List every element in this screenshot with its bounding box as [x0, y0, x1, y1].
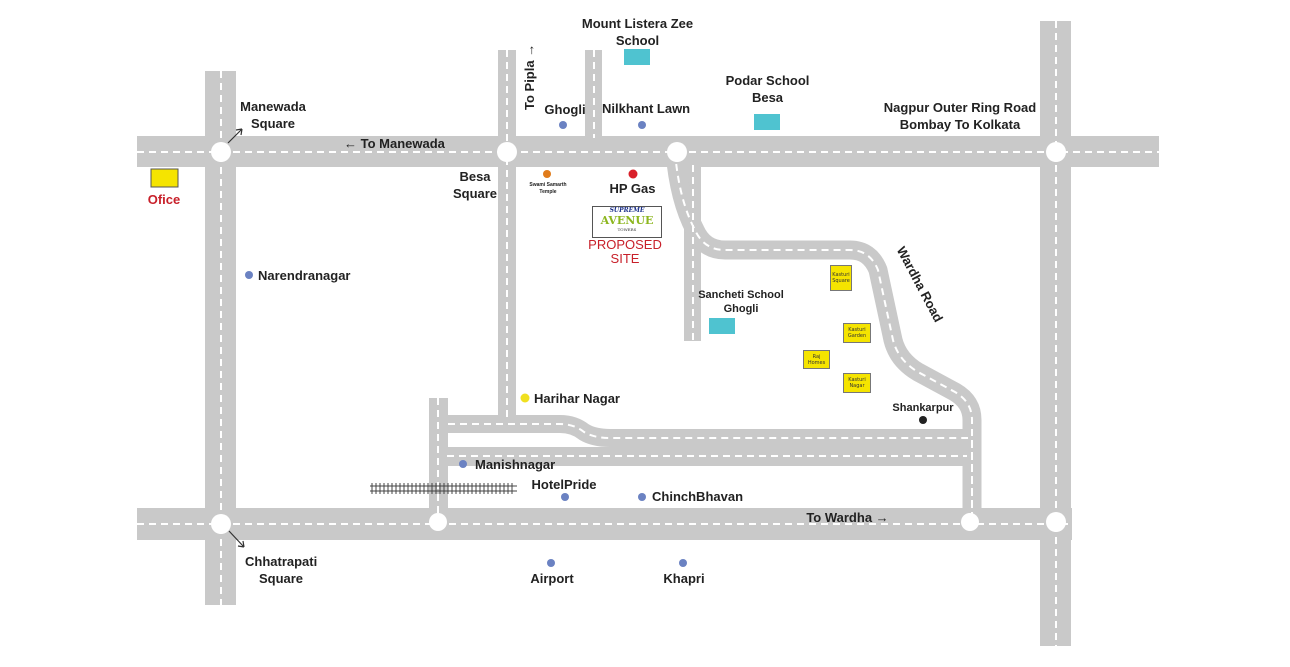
ring-road-top-roundabout: [1046, 142, 1066, 162]
roads: [137, 21, 1159, 646]
shankarpur-dot: [919, 416, 927, 424]
manishnagar-roundabout: [429, 513, 447, 531]
khapri-label: Khapri: [663, 571, 705, 586]
logo-subtitle: TOWERS: [617, 227, 637, 232]
chhatrapati-arrow: [228, 530, 245, 548]
nilkhant-lawn-dot: [638, 121, 646, 129]
manishnagar-label: Manishnagar: [475, 457, 556, 472]
hotel-pride-label: HotelPride: [531, 477, 597, 492]
manewada-square-label: Manewada Square: [240, 99, 306, 131]
chhatrapati-square-label: Chhatrapati Square: [245, 554, 318, 586]
logo-project: AVENUE: [600, 214, 654, 227]
harihar-nagar-label: Harihar Nagar: [534, 391, 620, 406]
airport-label: Airport: [530, 571, 574, 586]
railway-track: [370, 483, 517, 494]
to-manewada-label: ← To Manewada: [344, 136, 445, 151]
office-label: Ofice: [147, 192, 181, 207]
ghogli-label: Ghogli: [544, 102, 586, 117]
logo-brand: SUPREME: [609, 207, 645, 214]
podar-school-marker: [754, 114, 780, 130]
office-marker: [150, 168, 179, 188]
pointer-arrows: [227, 128, 245, 548]
hotel-pride-dot: [561, 493, 569, 501]
ring-road-bottom-roundabout: [1046, 512, 1066, 532]
chinch-bhavan-dot: [638, 493, 646, 501]
to-wardha-label: To Wardha →: [806, 510, 889, 525]
to-pipla-label: To Pipla →: [522, 43, 537, 110]
mount-listera-school-marker: [624, 49, 650, 65]
swami-samarth-label: Swami Samarth Temple: [529, 182, 567, 195]
wardha-junction-roundabout: [667, 142, 687, 162]
kasturi-garden-badge: Kasturi Garden: [843, 323, 871, 343]
shankarpur-roundabout: [961, 513, 979, 531]
kasturi-square-badge: Kasturi Square: [830, 265, 852, 291]
airport-dot: [547, 559, 555, 567]
besa-roundabout: [497, 142, 517, 162]
narendranagar-label: Narendranagar: [258, 268, 351, 283]
roundabouts: [211, 142, 1066, 534]
ghogli-dot: [559, 121, 567, 129]
kasturi-nagar-badge: Kasturi Nagar: [843, 373, 871, 393]
harihar-nagar-dot: [520, 393, 530, 403]
sancheti-school-label: Sancheti School Ghogli: [698, 289, 784, 315]
outer-ring-road-label: Nagpur Outer Ring Road Bombay To Kolkata: [883, 100, 1037, 132]
supreme-avenue-logo: SUPREME AVENUE TOWERS: [592, 206, 662, 238]
manewada-roundabout: [211, 142, 231, 162]
shankarpur-label: Shankarpur: [892, 402, 954, 414]
manishnagar-dot: [459, 460, 467, 468]
chhatrapati-roundabout: [211, 514, 231, 534]
raj-homes-badge: Raj Homes: [803, 350, 830, 369]
hp-gas-label: HP Gas: [609, 181, 656, 196]
manewada-arrow: [227, 128, 243, 144]
hp-gas-dot: [628, 169, 638, 179]
besa-square-label: Besa Square: [452, 169, 498, 201]
wardha-road: [665, 151, 982, 520]
sancheti-school-marker: [709, 318, 735, 334]
mid-horizontal-road: [447, 447, 967, 466]
khapri-dot: [679, 559, 687, 567]
narendranagar-dot: [245, 271, 253, 279]
nilkhant-lawn-label: Nilkhant Lawn: [602, 101, 691, 116]
nilkhant-vertical-road: [585, 50, 602, 138]
podar-school-label: Podar School Besa: [725, 73, 810, 105]
bottom-main-road: [137, 508, 1072, 540]
proposed-site-label: PROPOSED SITE: [588, 237, 662, 266]
chinch-bhavan-label: ChinchBhavan: [652, 489, 744, 504]
mount-listera-label: Mount Listera Zee School: [581, 16, 694, 48]
swami-samarth-dot: [543, 170, 551, 178]
